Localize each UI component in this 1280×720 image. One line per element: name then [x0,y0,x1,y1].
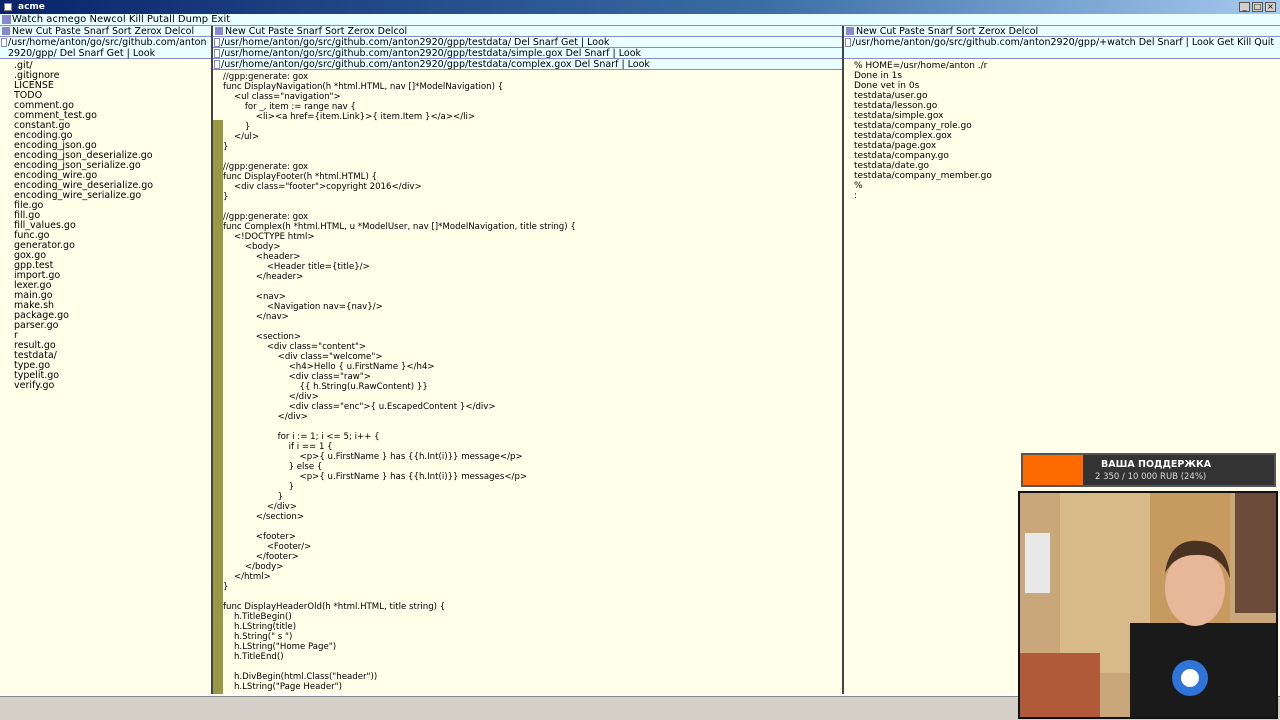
acme-tag-text[interactable]: Watch acmego Newcol Kill Putall Dump Exi… [12,14,231,25]
support-amount: 2 350 / 10 000 RUB (24%) [1095,472,1207,482]
file-item[interactable]: encoding_wire_serialize.go [14,190,142,201]
file-item[interactable]: file.go [14,200,44,211]
column-box-icon[interactable] [215,27,223,35]
window-box-icon[interactable] [845,38,851,47]
file-item[interactable]: generator.go [14,240,75,251]
complex-gox-body[interactable]: //gpp:generate: gox func DisplayNavigati… [213,70,842,694]
scrollbar[interactable] [0,59,10,694]
window-title: acme [18,2,45,12]
file-item[interactable]: testdata/ [14,350,57,361]
column-source: New Cut Paste Snarf Sort Zerox Delcol /u… [211,26,842,694]
app-icon [4,3,12,11]
column-box-icon[interactable] [846,27,854,35]
file-item[interactable]: gpp.test [14,260,54,271]
window-titlebar[interactable]: acme _ □ × [0,0,1280,14]
file-item[interactable]: encoding_wire_deserialize.go [14,180,154,191]
window-box-icon[interactable] [214,49,220,58]
simple-window-tag[interactable]: /usr/home/anton/go/src/github.com/anton2… [213,48,842,59]
file-item[interactable]: main.go [14,290,53,301]
file-item[interactable]: r [14,330,18,341]
file-item[interactable]: .git/ [14,60,33,71]
column-tag[interactable]: New Cut Paste Snarf Sort Zerox Delcol [0,26,211,37]
webcam-image [1020,493,1276,717]
webcam-feed [1018,491,1278,719]
window-box-icon[interactable] [214,38,220,47]
watch-output[interactable]: % HOME=/usr/home/anton ./r Done in 1s Do… [854,61,992,201]
file-item[interactable]: func.go [14,230,50,241]
file-item[interactable]: package.go [14,310,69,321]
watch-window-tag[interactable]: /usr/home/anton/go/src/github.com/anton2… [844,37,1280,59]
scrollbar[interactable] [213,70,223,694]
file-item[interactable]: encoding.go [14,130,73,141]
file-item[interactable]: encoding_json_deserialize.go [14,150,153,161]
minimize-icon[interactable]: _ [1239,2,1250,12]
file-item[interactable]: gox.go [14,250,47,261]
file-item[interactable]: constant.go [14,120,71,131]
close-icon[interactable]: × [1265,2,1276,12]
window-box-icon[interactable] [214,60,220,69]
file-item[interactable]: result.go [14,340,56,351]
file-item[interactable]: comment.go [14,100,74,111]
column-tag[interactable]: New Cut Paste Snarf Sort Zerox Delcol [213,26,842,37]
column-directory: New Cut Paste Snarf Sort Zerox Delcol /u… [0,26,211,694]
file-item[interactable]: encoding_wire.go [14,170,98,181]
file-item[interactable]: LICENSE [14,80,54,91]
column-box-icon[interactable] [2,27,10,35]
layout-box-icon[interactable] [2,15,11,24]
file-item[interactable]: TODO [14,90,43,101]
complex-window-tag[interactable]: /usr/home/anton/go/src/github.com/anton2… [213,59,842,70]
support-widget: ВАША ПОДДЕРЖКА 2 350 / 10 000 RUB (24%) [1021,453,1276,487]
file-item[interactable]: encoding_json_serialize.go [14,160,141,171]
acme-main-tag[interactable]: Watch acmego Newcol Kill Putall Dump Exi… [0,14,1280,26]
file-item[interactable]: typelit.go [14,370,60,381]
support-progress-bar [1023,455,1083,485]
file-item[interactable]: comment_test.go [14,110,97,121]
column-tag[interactable]: New Cut Paste Snarf Sort Zerox Delcol [844,26,1280,37]
file-item[interactable]: fill.go [14,210,41,221]
testdata-window-tag[interactable]: /usr/home/anton/go/src/github.com/anton2… [213,37,842,48]
window-controls: _ □ × [1239,2,1276,12]
file-item[interactable]: import.go [14,270,61,281]
file-item[interactable]: parser.go [14,320,59,331]
source-code[interactable]: //gpp:generate: gox func DisplayNavigati… [223,72,576,692]
scrollbar[interactable] [844,59,854,694]
file-item[interactable]: encoding_json.go [14,140,97,151]
support-title: ВАША ПОДДЕРЖКА [1101,459,1212,470]
file-item[interactable]: .gitignore [14,70,60,81]
file-item[interactable]: make.sh [14,300,55,311]
file-item[interactable]: type.go [14,360,51,371]
file-item[interactable]: lexer.go [14,280,52,291]
directory-window-tag[interactable]: /usr/home/anton/go/src/github.com/anton2… [0,37,211,59]
file-item[interactable]: verify.go [14,380,55,391]
file-item[interactable]: fill_values.go [14,220,76,231]
window-box-icon[interactable] [1,38,7,47]
maximize-icon[interactable]: □ [1252,2,1263,12]
